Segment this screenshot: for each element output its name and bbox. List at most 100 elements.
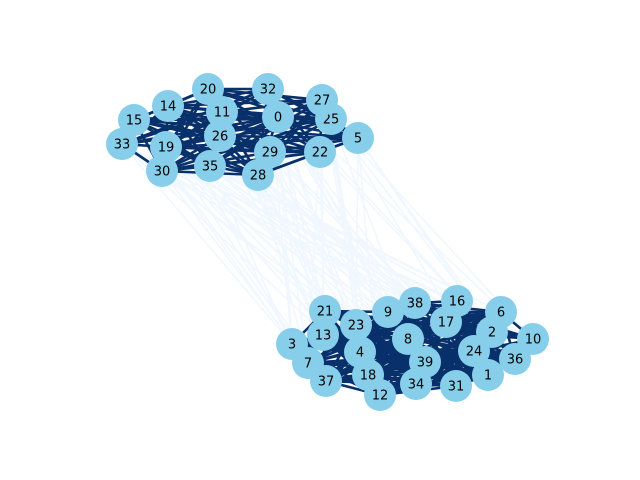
node-label: 15 (126, 114, 143, 129)
intra-edge (121, 87, 269, 146)
intra-edge (209, 98, 323, 168)
node-label: 25 (323, 113, 340, 128)
node-circle (472, 359, 504, 391)
node-label: 7 (304, 357, 312, 372)
node-label: 33 (114, 138, 131, 153)
node-label: 16 (449, 295, 466, 310)
node-circle (352, 359, 384, 391)
graph-node: 33 (106, 128, 138, 160)
node-label: 34 (408, 378, 425, 393)
graph-node: 32 (252, 73, 284, 105)
node-label: 4 (356, 346, 364, 361)
node-circle (340, 309, 372, 341)
inter-edge (209, 165, 293, 345)
node-label: 3 (288, 338, 296, 353)
graph-node: 26 (204, 120, 236, 152)
node-label: 0 (274, 111, 282, 126)
graph-node: 18 (352, 359, 384, 391)
node-circle (204, 120, 236, 152)
graph-node: 20 (192, 73, 224, 105)
node-circle (304, 136, 336, 168)
node-circle (118, 104, 150, 136)
inter-edge (257, 174, 326, 312)
node-label: 2 (488, 326, 496, 341)
node-label: 1 (484, 369, 492, 384)
node-circle (309, 295, 341, 327)
node-circle (307, 319, 339, 351)
node-circle (262, 101, 294, 133)
inter-edge (161, 170, 326, 312)
node-circle (458, 335, 490, 367)
node-label: 21 (317, 305, 334, 320)
graph-node: 37 (310, 365, 342, 397)
node-label: 22 (312, 146, 329, 161)
node-label: 10 (525, 333, 542, 348)
node-label: 8 (404, 333, 412, 348)
graph-node: 30 (146, 155, 178, 187)
graph-node: 29 (254, 136, 286, 168)
node-label: 24 (466, 345, 483, 360)
node-circle (106, 128, 138, 160)
node-circle (194, 150, 226, 182)
inter-edge (257, 174, 389, 313)
node-circle (399, 287, 431, 319)
graph-node: 27 (306, 84, 338, 116)
node-circle (392, 323, 424, 355)
node-label: 31 (448, 380, 465, 395)
graph-node: 38 (399, 287, 431, 319)
graph-node: 17 (430, 306, 462, 338)
node-circle (254, 136, 286, 168)
node-circle (252, 73, 284, 105)
graph-node: 31 (440, 370, 472, 402)
node-circle (310, 365, 342, 397)
node-label: 38 (407, 297, 424, 312)
graph-node: 19 (150, 131, 182, 163)
node-label: 30 (154, 165, 171, 180)
node-label: 6 (497, 306, 505, 321)
node-circle (146, 155, 178, 187)
node-label: 17 (438, 316, 455, 331)
node-circle (430, 306, 462, 338)
graph-node: 13 (307, 319, 339, 351)
node-circle (485, 296, 517, 328)
graph-node: 36 (499, 343, 531, 375)
node-label: 26 (212, 130, 229, 145)
node-label: 14 (160, 100, 177, 115)
node-label: 39 (417, 356, 434, 371)
graph-node: 8 (392, 323, 424, 355)
node-circle (206, 96, 238, 128)
node-label: 9 (384, 306, 392, 321)
graph-node: 21 (309, 295, 341, 327)
graph-nodes: 0123456789101112131415161718192021222324… (106, 73, 549, 411)
node-circle (192, 73, 224, 105)
graph-node: 6 (485, 296, 517, 328)
node-label: 18 (360, 369, 377, 384)
node-label: 35 (202, 160, 219, 175)
node-label: 20 (200, 83, 217, 98)
node-label: 28 (250, 169, 267, 184)
graph-node: 24 (458, 335, 490, 367)
node-circle (372, 296, 404, 328)
intra-edge (414, 301, 516, 361)
node-label: 11 (214, 106, 231, 121)
intra-edge (133, 118, 271, 154)
inter-edge (267, 88, 309, 364)
graph-node: 5 (342, 122, 374, 154)
node-label: 32 (260, 83, 277, 98)
node-label: 23 (348, 319, 365, 334)
node-label: 27 (314, 94, 331, 109)
node-circle (306, 84, 338, 116)
node-circle (440, 370, 472, 402)
node-label: 36 (507, 353, 524, 368)
node-circle (342, 122, 374, 154)
node-label: 19 (158, 141, 175, 156)
graph-node: 9 (372, 296, 404, 328)
graph-node: 39 (409, 346, 441, 378)
graph-node: 0 (262, 101, 294, 133)
intra-edge (414, 301, 534, 341)
inter-edge (267, 88, 534, 340)
node-label: 12 (372, 389, 389, 404)
node-label: 29 (262, 146, 279, 161)
node-circle (150, 131, 182, 163)
